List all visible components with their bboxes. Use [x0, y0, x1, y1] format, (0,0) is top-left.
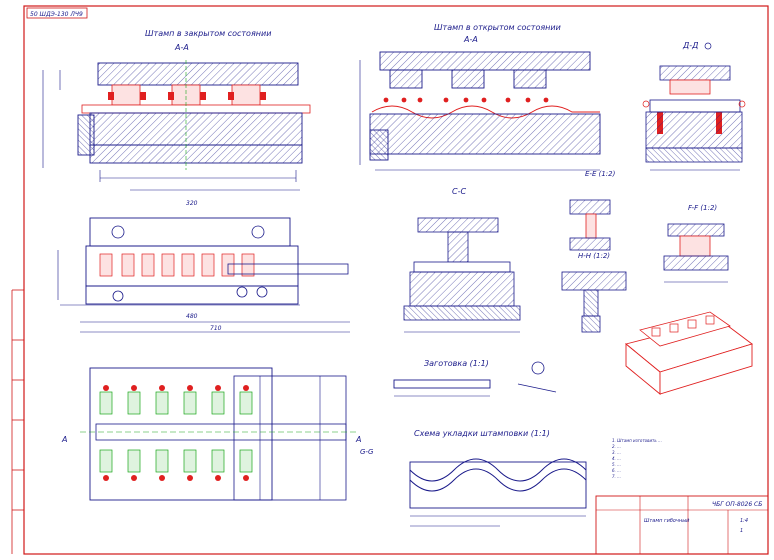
top-code-text: 50 ШДЭ-130 ЛЧ9: [30, 11, 83, 18]
open-view-title: Штамп в открытом состоянии: [434, 23, 561, 32]
section-ff-label: F-F (1:2): [688, 204, 717, 212]
layout-scheme: Схема укладки штамповки (1:1) G-G: [360, 429, 587, 527]
blank-view: Заготовка (1:1): [393, 359, 557, 397]
blank-title: Заготовка (1:1): [424, 359, 489, 368]
bottom-plan-view: А А: [61, 367, 361, 501]
section-hh-label: H-H (1:2): [578, 252, 610, 260]
note-5: 5. ...: [612, 462, 621, 467]
note-1: 1. Штамп изготовить ...: [612, 438, 662, 443]
open-section-label: А-А: [463, 35, 478, 44]
technical-notes: 1. Штамп изготовить ... 2. ... 3. ... 4.…: [612, 438, 662, 479]
open-die-view: Штамп в открытом состоянии А-А: [359, 23, 601, 171]
scheme-title: Схема укладки штамповки (1:1): [414, 429, 550, 438]
top-code-stamp: 50 ШДЭ-130 ЛЧ9: [26, 7, 88, 19]
section-ff: F-F (1:2): [663, 204, 729, 283]
section-dd: Д-Д: [642, 41, 746, 171]
note-7: 7. ...: [612, 474, 621, 479]
dim-710: 710: [210, 325, 222, 332]
dim-480: 480: [186, 313, 198, 320]
note-6: 6. ...: [612, 468, 621, 473]
title-block-sheet: 1: [740, 528, 743, 534]
closed-section-label: А-А: [174, 43, 189, 52]
note-3: 3. ...: [612, 450, 621, 455]
section-ee-label: Е-Е (1:2): [585, 170, 616, 178]
section-hh: H-H (1:2): [561, 252, 627, 333]
section-mark-a-left: А: [61, 435, 67, 444]
title-block: ЧБГ ОП-8026 СБ Штамп гибочный 1:4 1: [595, 495, 769, 555]
sheet-border: [23, 5, 769, 555]
section-ee: Е-Е (1:2): [569, 170, 616, 251]
isometric-view: [625, 311, 753, 395]
note-4: 4. ...: [612, 456, 621, 461]
note-2: 2. ...: [612, 444, 621, 449]
dim-320: 320: [186, 200, 198, 207]
title-block-code: ЧБГ ОП-8026 СБ: [712, 501, 762, 508]
section-gg-label: G-G: [360, 448, 374, 456]
section-dd-label: Д-Д: [682, 41, 698, 50]
section-mark-a-right: А: [355, 435, 361, 444]
title-block-scale: 1:4: [740, 518, 748, 524]
section-cc: С-С: [403, 187, 521, 333]
plan-view: 320 480 710: [57, 200, 350, 333]
closed-die-view: Штамп в закрытом состоянии А-А: [42, 29, 311, 191]
section-cc-label: С-С: [452, 187, 466, 196]
left-margin-strip: [11, 289, 24, 554]
closed-view-title: Штамп в закрытом состоянии: [145, 29, 271, 38]
title-block-name: Штамп гибочный: [644, 518, 690, 524]
